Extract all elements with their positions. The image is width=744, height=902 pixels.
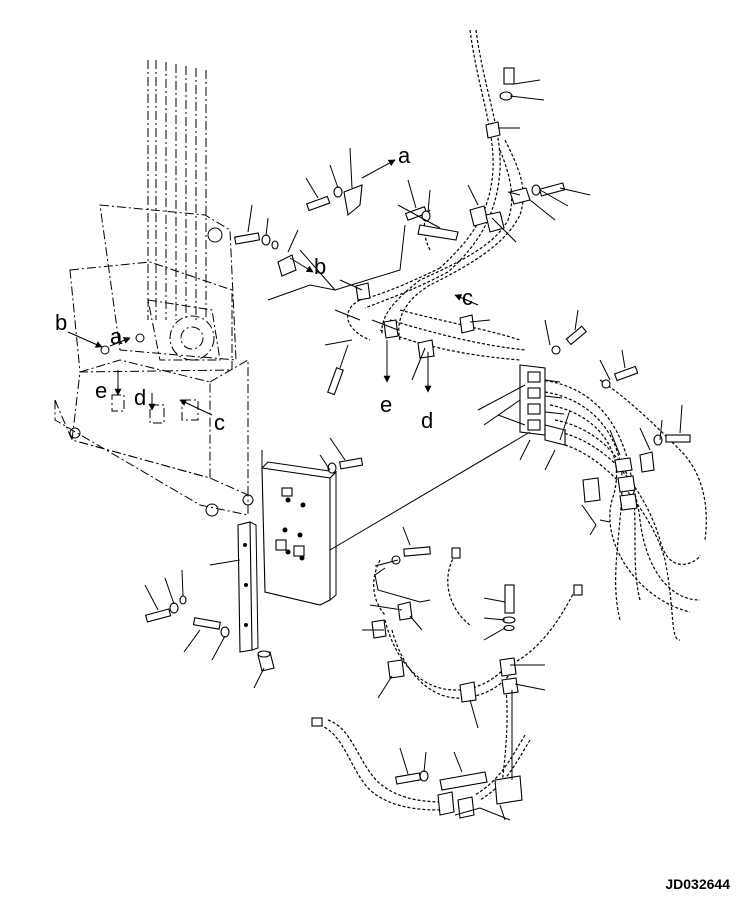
hose-harness-lower — [319, 554, 576, 811]
bracket-plate — [261, 461, 338, 606]
callout-c-upper: c — [462, 285, 473, 310]
leader-lines — [144, 79, 683, 821]
bolts-washers — [144, 67, 691, 785]
callout-b-upper: b — [314, 254, 326, 279]
vertical-bracket — [237, 521, 259, 653]
assembly-connection-lines — [267, 224, 531, 780]
pin — [257, 650, 275, 672]
drawing-code: JD032644 — [665, 876, 730, 892]
clamps — [277, 121, 655, 819]
callout-arrows — [67, 159, 479, 416]
callout-a-frame: a — [110, 324, 123, 349]
callout-labels: a b c e d b a e d c — [55, 143, 473, 435]
callout-c-frame: c — [214, 410, 225, 435]
callout-e-upper: e — [380, 392, 392, 417]
callout-d-upper: d — [421, 408, 433, 433]
machine-frame — [54, 60, 254, 517]
hose-harness-upper — [347, 29, 526, 361]
callout-e-frame: e — [95, 378, 107, 403]
callout-a-upper: a — [398, 143, 411, 168]
callout-b-frame: b — [55, 310, 67, 335]
manifold-block — [519, 364, 567, 446]
callout-d-frame: d — [134, 385, 146, 410]
